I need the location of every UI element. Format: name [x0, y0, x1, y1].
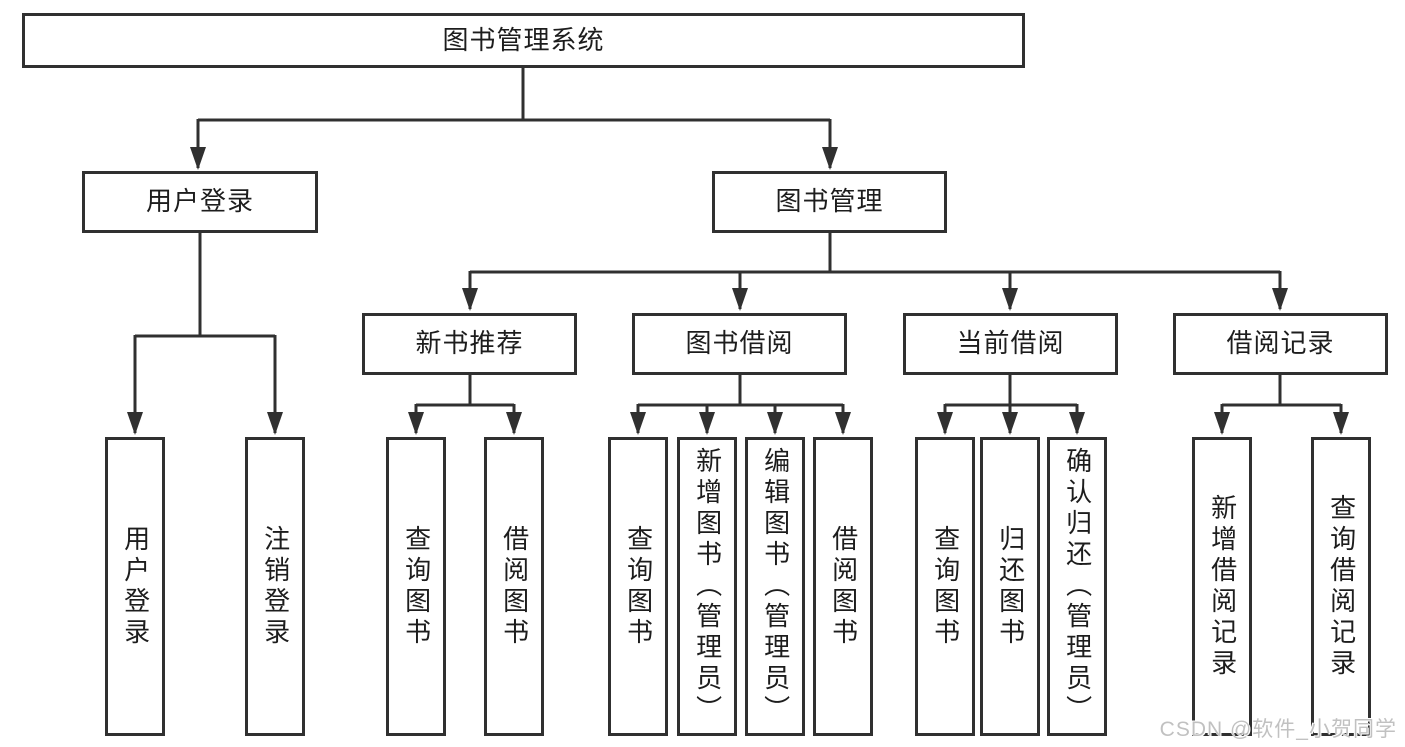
node-borrow-records: 借阅记录: [1173, 313, 1388, 375]
leaf-query-borrow-record: 查询借阅记录: [1311, 437, 1371, 736]
node-new-book-recommend: 新书推荐: [362, 313, 577, 375]
leaf-current-query-books: 查询图书: [915, 437, 975, 736]
leaf-recommend-borrow-books: 借阅图书: [484, 437, 544, 736]
leaf-borrow-query-books: 查询图书: [608, 437, 668, 736]
leaf-recommend-query-books: 查询图书: [386, 437, 446, 736]
node-library-system: 图书管理系统: [22, 13, 1025, 68]
leaf-edit-books-admin: 编辑图书（管理员）: [745, 437, 805, 736]
leaf-confirm-return-admin: 确认归还（管理员）: [1047, 437, 1107, 736]
node-user-login: 用户登录: [82, 171, 318, 233]
leaf-logout: 注销登录: [245, 437, 305, 736]
leaf-borrow-books: 借阅图书: [813, 437, 873, 736]
leaf-add-books-admin: 新增图书（管理员）: [677, 437, 737, 736]
node-current-borrow: 当前借阅: [903, 313, 1118, 375]
leaf-add-borrow-record: 新增借阅记录: [1192, 437, 1252, 736]
node-book-management: 图书管理: [712, 171, 947, 233]
csdn-watermark: CSDN @软件_小贺同学: [1159, 718, 1397, 741]
node-book-borrow: 图书借阅: [632, 313, 847, 375]
leaf-user-login: 用户登录: [105, 437, 165, 736]
leaf-return-books: 归还图书: [980, 437, 1040, 736]
